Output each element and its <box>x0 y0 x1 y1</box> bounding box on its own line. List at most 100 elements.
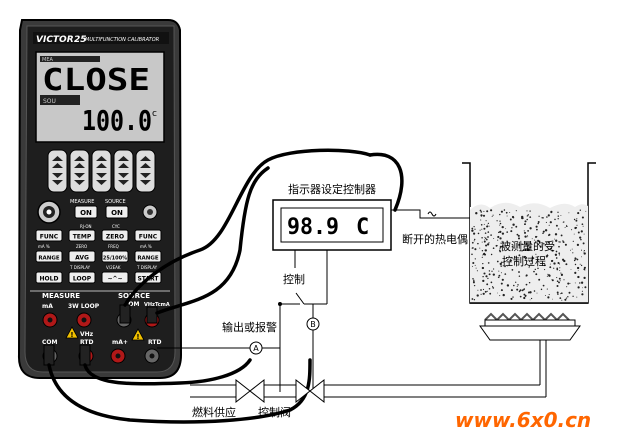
label-tdisplay: T DISPLAY <box>69 265 91 270</box>
label-ma-pct: mA % <box>38 244 50 249</box>
temp-button[interactable]: TEMP <box>68 229 96 242</box>
control-valve-right-icon <box>295 378 325 404</box>
jack-label-3wloop: 3W LOOP <box>68 303 100 310</box>
indicator-controller: 98.9 C <box>272 199 392 251</box>
indicator-title: 指示器设定控制器 <box>288 182 376 196</box>
control-label: 控制 <box>283 272 305 286</box>
waveform-label: ~^~ <box>107 276 122 283</box>
control-valve-left-icon <box>235 378 265 404</box>
lcd-hint-left: MEA <box>42 57 53 63</box>
temp-label: TEMP <box>73 234 92 241</box>
func-right-label: FUNC <box>139 234 158 241</box>
source-on-button[interactable]: ON <box>105 205 129 219</box>
jack-label-rtd-source: RTD <box>148 339 161 346</box>
process-label-line1: 被测量的受 <box>500 239 555 253</box>
measure-on-label: ON <box>80 209 92 217</box>
label-tdisplay-2: T DISPLAY <box>136 265 158 270</box>
calibrator-meter: VICTOR 25 MULTIFUNCTION CALIBRATOR MEA C… <box>17 19 183 379</box>
jack-label-ma-plus: mA+ <box>112 339 128 346</box>
source-on-caption: SOURCE <box>105 199 126 205</box>
pct-25-100-label: 25/100% <box>103 256 127 262</box>
hold-button[interactable]: HOLD <box>35 271 63 284</box>
marker-b-label: B <box>310 320 316 329</box>
source-section-label: SOURCE <box>118 292 150 300</box>
func-right-button[interactable]: FUNC <box>134 229 162 242</box>
control-relay <box>278 250 328 306</box>
thermocouple-port <box>142 204 158 220</box>
range-right-label: RANGE <box>137 256 159 262</box>
jack-ma-plus[interactable] <box>110 348 126 364</box>
lcd-top-readout: CLOSE <box>42 63 150 98</box>
arrow-key-5[interactable] <box>135 149 156 193</box>
arrow-key-4[interactable] <box>113 149 134 193</box>
label-freq: FREQ <box>108 244 119 249</box>
broken-thermocouple-label: 断开的热电偶 <box>402 232 468 246</box>
arrow-key-2[interactable] <box>69 149 90 193</box>
brand-logo: VICTOR <box>36 35 74 45</box>
jack-3w-loop[interactable] <box>76 312 92 328</box>
label-cyc: CYC <box>112 224 120 229</box>
zero-button[interactable]: ZERO <box>101 229 129 242</box>
svg-text:!: ! <box>136 333 139 341</box>
output-alarm-label: 输出或报警 <box>222 320 277 334</box>
pct-25-100-button[interactable]: 25/100% <box>101 250 129 263</box>
burner <box>479 312 581 341</box>
jack-label-com-source: COM <box>124 301 140 308</box>
meter-subtitle: MULTIFUNCTION CALIBRATOR <box>85 37 159 43</box>
avg-button[interactable]: AVG <box>68 250 96 263</box>
source-on-label: ON <box>111 209 123 217</box>
jack-label-com-measure: COM <box>42 339 58 346</box>
label-zero-small: ZERO <box>76 244 87 249</box>
marker-b: B <box>306 317 320 331</box>
lcd-hint-right: SOU <box>43 98 56 105</box>
jack-label-rtd: RTD <box>80 339 93 346</box>
test-leads <box>43 148 404 424</box>
warning-triangle-right-icon: ! <box>131 328 145 341</box>
warning-triangle-left-icon: ! <box>65 326 79 339</box>
marker-a-label: A <box>253 344 259 353</box>
label-v2eak: V/2EAK <box>106 265 121 270</box>
watermark: www.6x0.cn <box>455 408 591 432</box>
hold-label: HOLD <box>40 276 59 283</box>
func-left-label: FUNC <box>40 234 59 241</box>
process-label-line2: 控制过程 <box>502 254 546 268</box>
thermocouple-wire <box>391 209 450 219</box>
jack-ma[interactable] <box>42 312 58 328</box>
range-right-button[interactable]: RANGE <box>134 250 162 263</box>
fuel-supply-label: 燃料供应 <box>192 405 236 419</box>
waveform-button[interactable]: ~^~ <box>101 271 129 284</box>
loop-label: LOOP <box>73 276 92 283</box>
measure-section-label: MEASURE <box>42 292 80 300</box>
fuel-line <box>190 340 547 398</box>
jack-label-ma: mA <box>42 303 53 310</box>
power-knob[interactable] <box>37 200 61 224</box>
svg-text:!: ! <box>70 331 73 339</box>
arrow-key-1[interactable] <box>47 149 68 193</box>
range-left-button[interactable]: RANGE <box>35 250 63 263</box>
zero-label: ZERO <box>106 234 124 241</box>
lcd-bottom-readout: 100.0 <box>82 104 152 137</box>
jack-rtd-source[interactable] <box>144 348 160 364</box>
loop-button[interactable]: LOOP <box>68 271 96 284</box>
func-left-button[interactable]: FUNC <box>35 229 63 242</box>
marker-a: A <box>249 341 263 355</box>
arrow-key-row <box>47 149 156 193</box>
range-left-label: RANGE <box>38 256 60 262</box>
label-ma-pct-2: mA % <box>140 244 152 249</box>
measure-on-button[interactable]: ON <box>74 205 98 219</box>
arrow-key-3[interactable] <box>91 149 112 193</box>
measure-on-caption: MEASURE <box>70 199 94 205</box>
indicator-unit: C <box>356 215 369 240</box>
avg-label: AVG <box>75 255 89 262</box>
indicator-value: 98.9 <box>287 215 339 240</box>
thermocouple-break-icon <box>427 211 437 217</box>
jack-label-vhz: VHz <box>80 331 94 338</box>
jack-label-vhztcma: VHzTcmA <box>144 302 170 308</box>
process-material-texture <box>471 209 587 301</box>
process-vessel <box>462 162 596 304</box>
label-rjon: RJ-ON <box>80 224 92 229</box>
model-number: 25 <box>74 35 87 45</box>
lcd-unit: c <box>152 109 157 119</box>
control-valve-label: 控制阀 <box>258 405 291 419</box>
